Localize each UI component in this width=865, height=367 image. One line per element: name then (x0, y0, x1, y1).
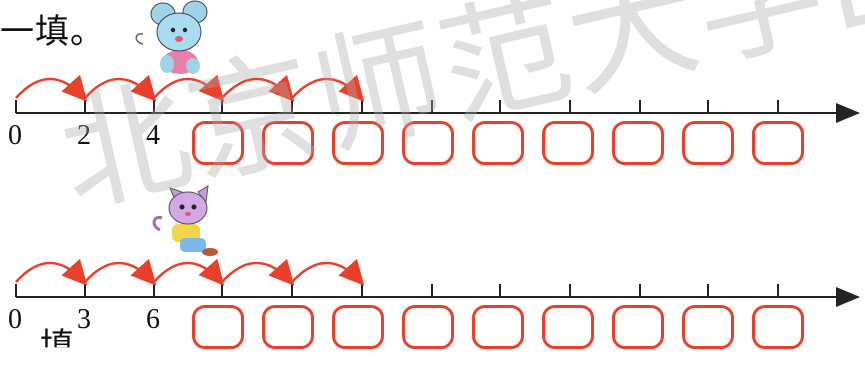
answer-box-row2-1[interactable] (192, 305, 244, 349)
number-line-row-1 (15, 74, 860, 123)
answer-box-row1-5[interactable] (472, 121, 524, 165)
cat-icon (152, 185, 218, 256)
jump-arcs-row-2 (15, 258, 365, 286)
answer-box-row1-1[interactable] (192, 121, 244, 165)
row2-label-0: 0 (8, 304, 22, 335)
jump-arcs-row-1 (15, 74, 365, 102)
answer-box-row1-3[interactable] (332, 121, 384, 165)
cutoff-text: 填 (40, 326, 74, 366)
answer-box-row2-5[interactable] (472, 305, 524, 349)
answer-box-row2-7[interactable] (612, 305, 664, 349)
answer-box-row1-4[interactable] (402, 121, 454, 165)
answer-box-row1-9[interactable] (752, 121, 804, 165)
row1-label-0: 0 (8, 120, 22, 151)
row2-label-1: 3 (77, 304, 91, 335)
answer-box-row2-3[interactable] (332, 305, 384, 349)
answer-box-row1-6[interactable] (542, 121, 594, 165)
answer-box-row2-8[interactable] (682, 305, 734, 349)
answer-box-row2-9[interactable] (752, 305, 804, 349)
mouse-icon (135, 0, 208, 74)
answer-box-row2-6[interactable] (542, 305, 594, 349)
row1-label-2: 4 (146, 120, 160, 151)
answer-box-row1-2[interactable] (262, 121, 314, 165)
row1-label-1: 2 (77, 120, 91, 151)
answer-box-row1-7[interactable] (612, 121, 664, 165)
number-line-row-2 (15, 258, 860, 307)
row2-label-2: 6 (146, 304, 160, 335)
instruction-heading: 一填。 (0, 12, 105, 52)
answer-box-row2-4[interactable] (402, 305, 454, 349)
answer-box-row1-8[interactable] (682, 121, 734, 165)
answer-box-row2-2[interactable] (262, 305, 314, 349)
